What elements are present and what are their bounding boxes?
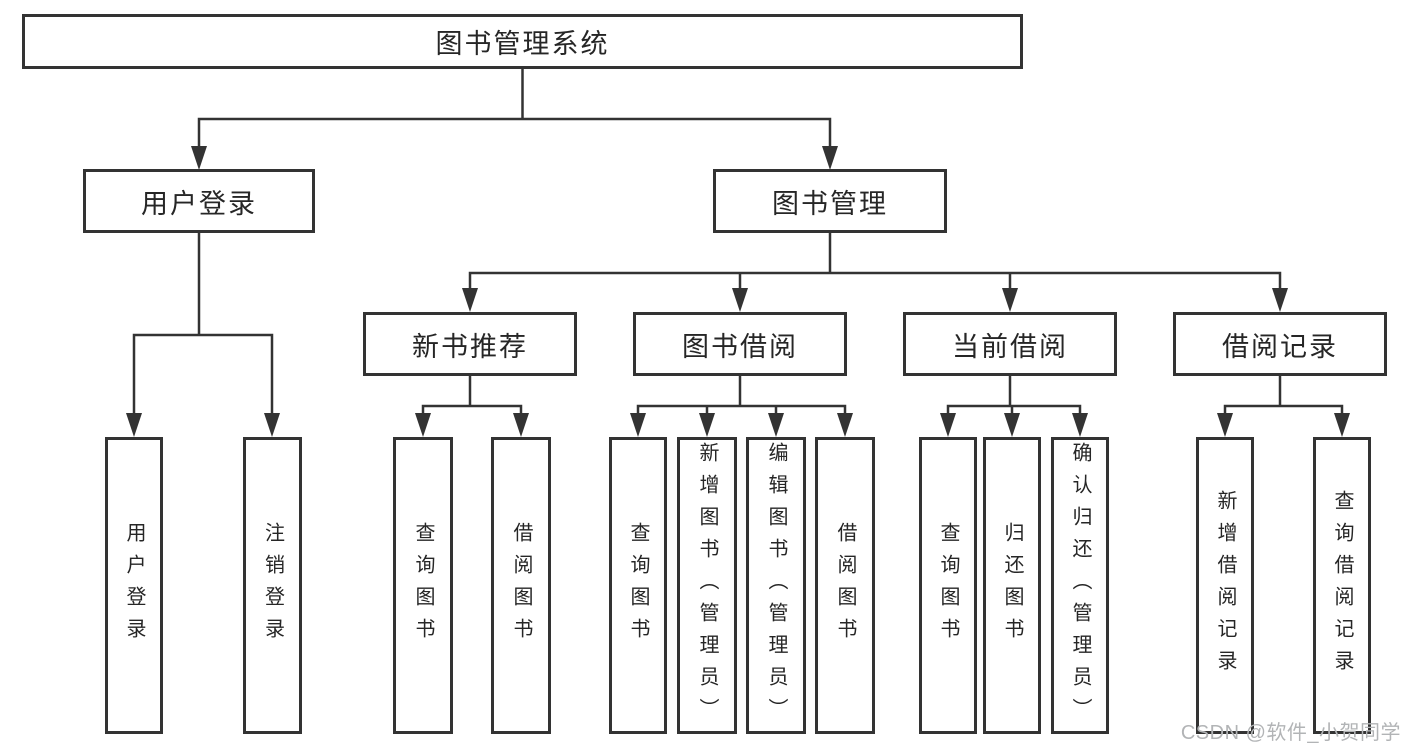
connector-book-borrow-children bbox=[630, 374, 853, 437]
node-current-borrow: 当前借阅 bbox=[903, 312, 1117, 376]
connector-current-borrow-children bbox=[940, 374, 1088, 437]
node-label: 用户登录 bbox=[123, 521, 145, 650]
node-label: 图书借阅 bbox=[682, 331, 798, 362]
node-label: 查询借阅记录 bbox=[1331, 489, 1353, 682]
node-borrow-records: 借阅记录 bbox=[1173, 312, 1387, 376]
connector-book-management-children bbox=[462, 231, 1288, 312]
connector-root-to-level2 bbox=[191, 67, 838, 170]
leaf-recommend-borrow-book: 借阅图书 bbox=[491, 437, 551, 734]
leaf-records-query-borrow-record: 查询借阅记录 bbox=[1313, 437, 1371, 734]
node-book-management: 图书管理 bbox=[713, 169, 947, 233]
node-label: 查询图书 bbox=[937, 521, 959, 650]
node-label: 新书推荐 bbox=[412, 331, 528, 362]
watermark: CSDN @软件_小贺同学 bbox=[1180, 722, 1401, 744]
leaf-logout-login: 注销登录 bbox=[243, 437, 302, 734]
node-label: 新增图书（管理员） bbox=[696, 441, 718, 730]
node-label: 编辑图书（管理员） bbox=[765, 441, 787, 730]
node-label: 当前借阅 bbox=[952, 331, 1068, 362]
node-label: 借阅图书 bbox=[834, 521, 856, 650]
leaf-current-return-book: 归还图书 bbox=[983, 437, 1041, 734]
node-label: 用户登录 bbox=[141, 188, 257, 219]
node-label: 借阅图书 bbox=[510, 521, 532, 650]
leaf-user-login: 用户登录 bbox=[105, 437, 163, 734]
leaf-recommend-query-book: 查询图书 bbox=[393, 437, 453, 734]
leaf-records-add-borrow-record: 新增借阅记录 bbox=[1196, 437, 1254, 734]
node-label: 注销登录 bbox=[261, 521, 284, 650]
node-book-borrow: 图书借阅 bbox=[633, 312, 847, 376]
leaf-current-query-book: 查询图书 bbox=[919, 437, 977, 734]
node-label: 确认归还（管理员） bbox=[1069, 441, 1091, 730]
node-label: 借阅记录 bbox=[1222, 331, 1338, 362]
connector-user-login-children bbox=[126, 231, 280, 437]
node-label: 图书管理 bbox=[772, 188, 888, 219]
node-label: 查询图书 bbox=[412, 521, 434, 650]
connector-borrow-records-children bbox=[1217, 374, 1350, 437]
leaf-current-confirm-return-admin: 确认归还（管理员） bbox=[1051, 437, 1109, 734]
leaf-borrow-query-book: 查询图书 bbox=[609, 437, 667, 734]
leaf-borrow-add-book-admin: 新增图书（管理员） bbox=[677, 437, 737, 734]
node-library-management-system: 图书管理系统 bbox=[22, 14, 1023, 69]
leaf-borrow-edit-book-admin: 编辑图书（管理员） bbox=[746, 437, 806, 734]
node-label: 新增借阅记录 bbox=[1214, 489, 1236, 682]
node-label: 图书管理系统 bbox=[435, 29, 610, 59]
node-user-login: 用户登录 bbox=[83, 169, 315, 233]
node-label: 查询图书 bbox=[627, 521, 649, 650]
leaf-borrow-borrow-book: 借阅图书 bbox=[815, 437, 875, 734]
node-label: 归还图书 bbox=[1001, 521, 1023, 650]
node-new-book-recommend: 新书推荐 bbox=[363, 312, 577, 376]
connector-new-book-recommend-children bbox=[415, 374, 529, 437]
